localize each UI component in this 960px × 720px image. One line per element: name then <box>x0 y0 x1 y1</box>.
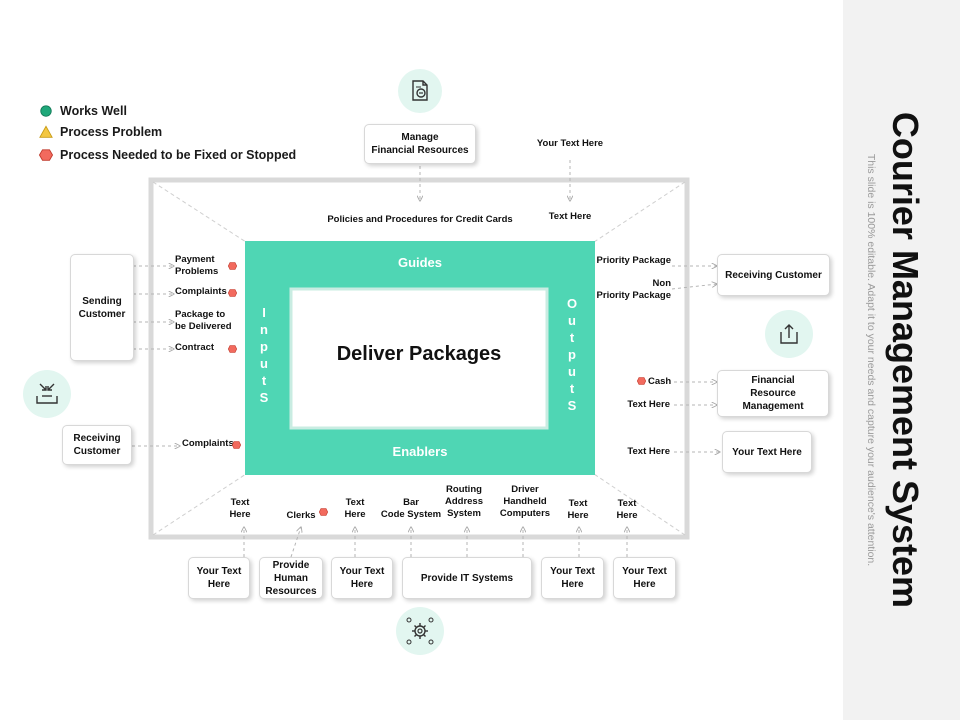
red-hexagon-icon <box>228 262 237 270</box>
guides-label: Guides <box>397 255 443 270</box>
legend-label: Works Well <box>60 104 127 118</box>
clerks-label: Clerks <box>286 510 316 521</box>
inbox-download-icon <box>23 370 71 418</box>
legend-label: Process Problem <box>60 125 163 139</box>
page-title: Courier Management System <box>885 111 926 609</box>
green-circle-icon <box>40 105 52 117</box>
right-receiving-customer-box: Receiving Customer <box>717 254 830 296</box>
policies-label: Policies and Procedures for Credit Cards <box>327 214 513 225</box>
complaints-label: Complaints <box>175 286 227 297</box>
right-your-text-box: Your Text Here <box>722 431 812 473</box>
side-panel <box>843 0 960 720</box>
right-text-here-1: Text Here <box>627 399 670 410</box>
legend-process-fix: Process Needed to be Fixed or Stopped <box>38 148 296 162</box>
red-hexagon-icon <box>637 377 646 385</box>
diagram-lines <box>132 160 843 558</box>
yellow-triangle-icon <box>39 125 53 138</box>
cash-label: Cash <box>648 376 672 387</box>
red-hexagon-icon <box>38 149 54 161</box>
legend-label: Process Needed to be Fixed or Stopped <box>60 148 297 162</box>
enablers-label: Enablers <box>392 444 448 459</box>
main-label: Deliver Packages <box>336 343 502 365</box>
inner-box <box>289 287 549 430</box>
document-search-icon <box>398 69 442 113</box>
complaints2-label: Complaints <box>182 438 234 449</box>
legend-process-problem: Process Problem <box>38 125 162 139</box>
legend-works-well: Works Well <box>38 104 127 118</box>
gear-network-icon <box>396 607 444 655</box>
red-hexagon-icon <box>228 345 237 353</box>
top-your-text: Your Text Here <box>536 138 604 149</box>
share-upload-icon <box>765 310 813 358</box>
contract-label: Contract <box>175 342 215 353</box>
page-subtitle: This slide is 100% editable. Adapt it to… <box>865 153 877 567</box>
red-hexagon-icon <box>232 441 241 449</box>
red-hexagon-icon <box>228 289 237 297</box>
right-text-here-2: Text Here <box>627 446 670 457</box>
red-hexagon-icon <box>319 508 328 516</box>
bottom-box-4: Provide IT Systems <box>402 557 532 599</box>
priority-package-label: Priority Package <box>596 255 671 266</box>
top-text-here: Text Here <box>548 211 592 222</box>
